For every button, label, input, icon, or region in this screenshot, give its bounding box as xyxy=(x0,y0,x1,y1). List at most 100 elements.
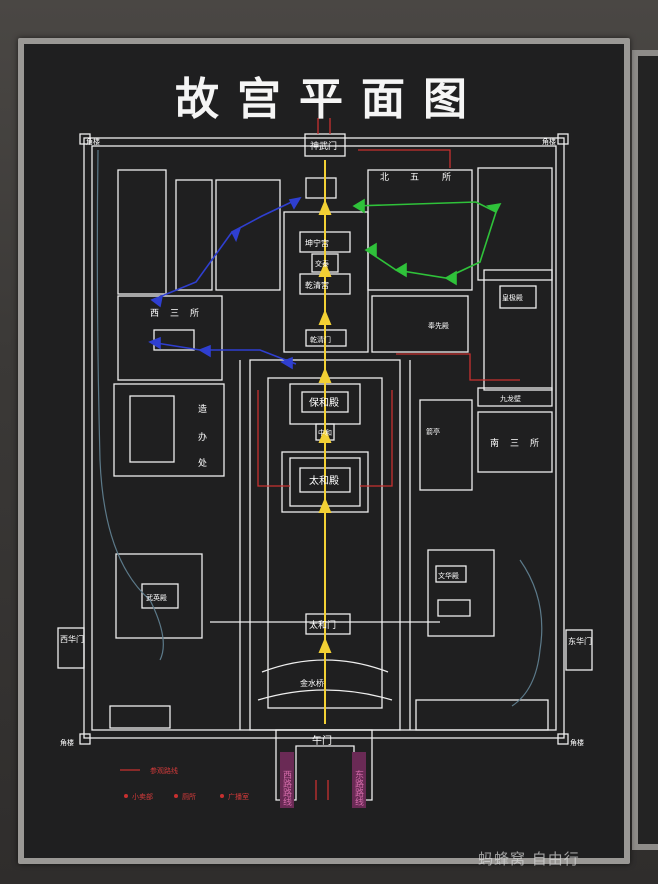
blue-arrow-1 xyxy=(288,196,302,210)
wuyingdian-hall xyxy=(141,583,179,609)
label-xihuamen: 西华门 xyxy=(60,634,84,644)
xihuamen-gate xyxy=(57,627,85,669)
label-ban: 办 xyxy=(198,431,207,443)
corner-tower-se xyxy=(557,733,569,745)
label-west-route: 西路路线 xyxy=(281,770,292,806)
label-jiaolou-br: 角楼 xyxy=(570,738,584,747)
wuyingdian-block xyxy=(115,553,203,639)
south-three-block xyxy=(477,411,553,473)
label-suo2: 所 xyxy=(190,308,199,319)
west-mid-hall xyxy=(129,395,175,463)
label-jiulongbi: 九龙壁 xyxy=(500,394,521,403)
label-taihemen: 太和门 xyxy=(309,619,336,631)
label-zao: 造 xyxy=(198,403,207,415)
corner-tower-nw xyxy=(79,133,91,145)
wenhuadian-hall xyxy=(435,565,467,583)
label-fengxiandian: 奉先殿 xyxy=(428,321,449,330)
legend-broadcast-dot xyxy=(220,794,224,798)
ningshougong-block xyxy=(483,269,553,391)
label-chu: 处 xyxy=(198,457,207,469)
blue-arrow-5 xyxy=(198,344,211,358)
blue-arrow-4 xyxy=(148,336,161,350)
southeast-block xyxy=(415,699,549,731)
label-huangjidian: 皇极殿 xyxy=(502,293,523,302)
green-arrow-4 xyxy=(444,270,457,286)
taihemen-gate xyxy=(305,613,351,635)
legend-toilet-dot xyxy=(174,794,178,798)
wenhua-rear-hall xyxy=(437,599,471,617)
yellow-arrow-3 xyxy=(318,427,332,443)
corner-tower-ne xyxy=(557,133,569,145)
shenwumen-gate xyxy=(304,133,346,157)
blue-arrow-3 xyxy=(150,294,164,308)
wenhuadian-block xyxy=(427,549,495,637)
watermark: 蚂蜂窝 自由行 xyxy=(478,850,580,868)
yellow-arrow-7 xyxy=(318,199,332,215)
green-route xyxy=(353,201,497,279)
red-route-west xyxy=(257,390,290,487)
east-yard xyxy=(419,399,473,491)
label-wuyingdian: 武英殿 xyxy=(146,593,167,602)
north-red-marks xyxy=(317,118,331,134)
northeast-block xyxy=(477,167,553,281)
label-jianting: 箭亭 xyxy=(426,427,440,436)
label-donghuamen: 东华门 xyxy=(568,636,592,646)
east-six-palaces xyxy=(367,169,473,291)
label-bei: 北 xyxy=(380,172,389,183)
green-arrow-5 xyxy=(486,202,502,214)
green-arrow-3 xyxy=(394,262,407,278)
west-mid-block xyxy=(113,383,225,477)
yellow-arrow-4 xyxy=(318,367,332,383)
label-jinshuiqiao: 金水桥 xyxy=(300,678,324,688)
label-xi: 西 xyxy=(150,308,159,319)
yellow-arrow-2 xyxy=(318,497,332,513)
blue-arrow-6 xyxy=(280,356,293,370)
inner-river-west xyxy=(96,149,164,661)
northwest-hall xyxy=(175,179,213,291)
label-zhonghedian: 中和 xyxy=(318,428,332,437)
blue-route-north xyxy=(151,197,301,301)
inner-river-east xyxy=(511,559,543,707)
west-palaces xyxy=(117,295,223,381)
label-suo: 所 xyxy=(442,172,451,183)
west-route-band xyxy=(280,752,294,808)
adjacent-board xyxy=(638,56,658,844)
label-jiaolou-tl: 角楼 xyxy=(86,137,100,146)
donghuamen-gate xyxy=(565,629,593,671)
label-shenwumen: 神武门 xyxy=(310,140,337,152)
south-red-marks xyxy=(315,780,329,800)
green-arrow-1 xyxy=(352,198,365,214)
huangjidian-hall xyxy=(499,285,537,309)
map-title: 故宫平面图 xyxy=(175,74,485,125)
label-kunninggong: 坤宁宫 xyxy=(305,238,329,248)
red-route-east-branch xyxy=(396,353,520,381)
outer-wall xyxy=(83,137,565,739)
label-wu: 五 xyxy=(410,173,419,183)
label-san2: 三 xyxy=(510,439,519,449)
yellow-arrow-5 xyxy=(318,309,332,325)
east-mid-block xyxy=(371,295,469,353)
label-taihedian: 太和殿 xyxy=(309,474,339,487)
label-jiaolou-bl: 角楼 xyxy=(60,738,74,747)
yellow-arrow-6 xyxy=(318,261,332,277)
red-route-north xyxy=(358,149,451,168)
legend-route-label: 参观路线 xyxy=(150,766,178,775)
southwest-hall xyxy=(109,705,171,729)
blue-route-south xyxy=(149,341,297,365)
label-qianqingmen: 乾清门 xyxy=(310,335,331,344)
yellow-arrow-1 xyxy=(318,637,332,653)
blue-arrow-2 xyxy=(230,226,242,243)
northwest-block xyxy=(117,169,167,295)
red-route-east xyxy=(360,390,393,487)
label-san: 三 xyxy=(170,309,179,319)
yangxindian-block xyxy=(215,179,281,291)
imperial-garden-pavilion xyxy=(305,177,337,199)
label-jiaolou-tr: 角楼 xyxy=(542,137,556,146)
label-baohedian: 保和殿 xyxy=(309,396,339,409)
label-nan: 南 xyxy=(490,437,499,449)
green-arrow-2 xyxy=(364,242,377,258)
east-route-band xyxy=(352,752,366,808)
legend-broadcast-label: 广播室 xyxy=(228,792,249,801)
label-jiaotai: 交泰 xyxy=(315,259,329,268)
legend-shop-dot xyxy=(124,794,128,798)
